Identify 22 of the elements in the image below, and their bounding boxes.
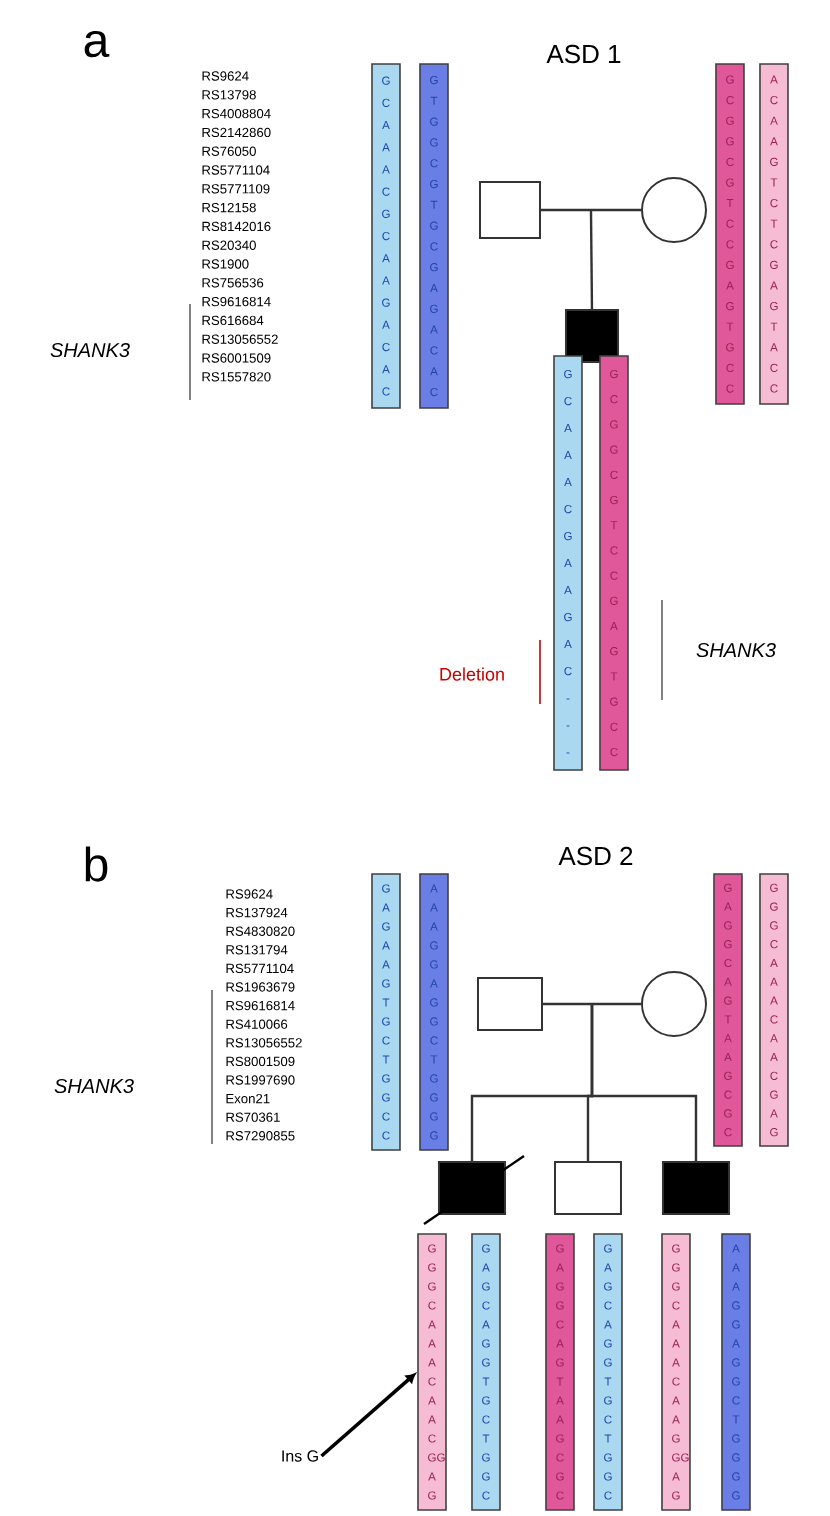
affected-male-square	[565, 309, 619, 363]
panel-letter: a	[84, 30, 110, 58]
male-square	[477, 977, 543, 1031]
gene-label: SHANK3	[54, 1078, 134, 1094]
gene-label: SHANK3	[696, 642, 776, 658]
marriage-line	[543, 1002, 641, 1006]
female-circle	[641, 177, 707, 243]
male-square	[479, 181, 541, 239]
pedigree-title: ASD 2	[558, 846, 633, 866]
pedigree-title: ASD 1	[546, 44, 621, 64]
gene-label: SHANK3	[50, 342, 130, 358]
arrow	[320, 1373, 416, 1458]
affected-male-square	[438, 1161, 506, 1215]
annotation-label: Ins G	[282, 1450, 318, 1462]
deletion-label: Deletion	[440, 667, 504, 681]
descent-line	[589, 210, 594, 310]
marriage-line	[541, 208, 641, 212]
male-square	[554, 1161, 622, 1215]
panel-letter: b	[85, 846, 108, 882]
affected-male-square	[662, 1161, 730, 1215]
descent-line	[590, 1004, 698, 1161]
female-circle	[641, 971, 707, 1037]
